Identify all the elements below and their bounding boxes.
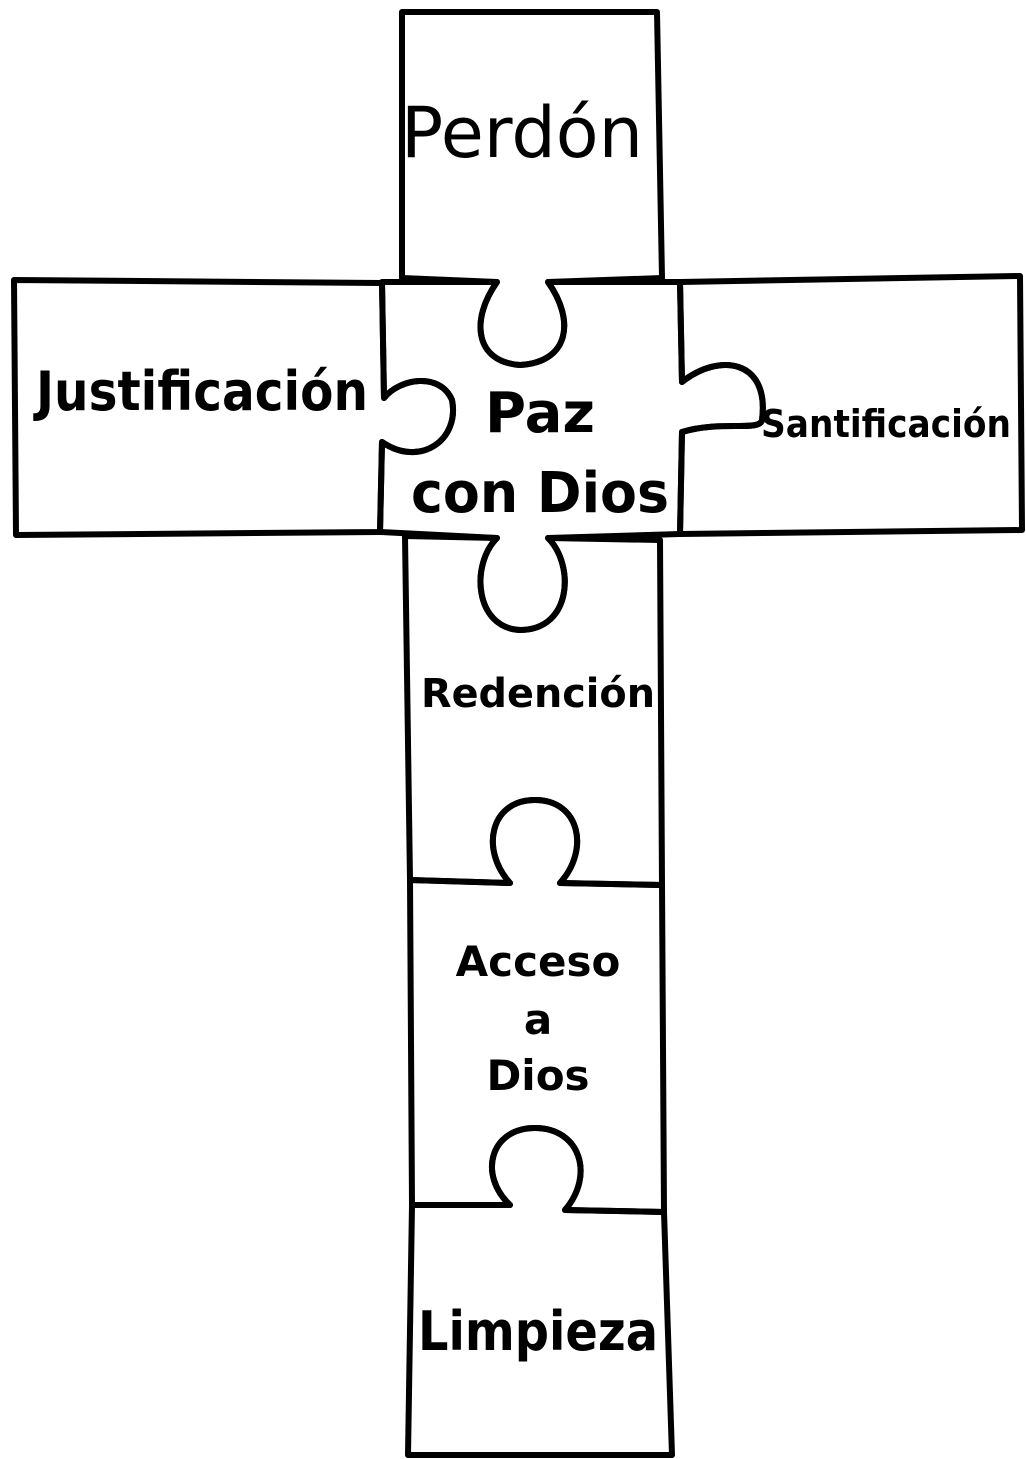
puzzle-piece-left: Justificación (11, 277, 457, 538)
puzzle-piece-right: Santificación (677, 273, 1025, 537)
label-justificacion: Justificación (32, 360, 368, 423)
label-acceso: Acceso (456, 937, 621, 986)
puzzle-piece-access: Acceso a Dios (407, 797, 667, 1215)
label-redencion: Redención (421, 671, 655, 717)
label-limpieza: Limpieza (418, 1300, 658, 1363)
label-dios: Dios (486, 1051, 589, 1100)
label-santificacion: Santificación (761, 402, 1011, 446)
puzzle-piece-center-outline (377, 279, 766, 633)
puzzle-piece-bottom-outline (405, 1125, 675, 1458)
label-a: a (524, 995, 552, 1044)
puzzle-piece-bottom: Limpieza (405, 1125, 675, 1458)
puzzle-piece-top-outline (399, 9, 665, 368)
label-paz: Paz (485, 381, 595, 446)
label-con-dios: con Dios (411, 461, 669, 526)
puzzle-piece-top: Perdón (399, 9, 665, 368)
puzzle-piece-redemption: Redención (402, 533, 665, 888)
label-perdon: Perdón (401, 92, 643, 174)
puzzle-piece-center: Paz con Dios (377, 279, 766, 633)
